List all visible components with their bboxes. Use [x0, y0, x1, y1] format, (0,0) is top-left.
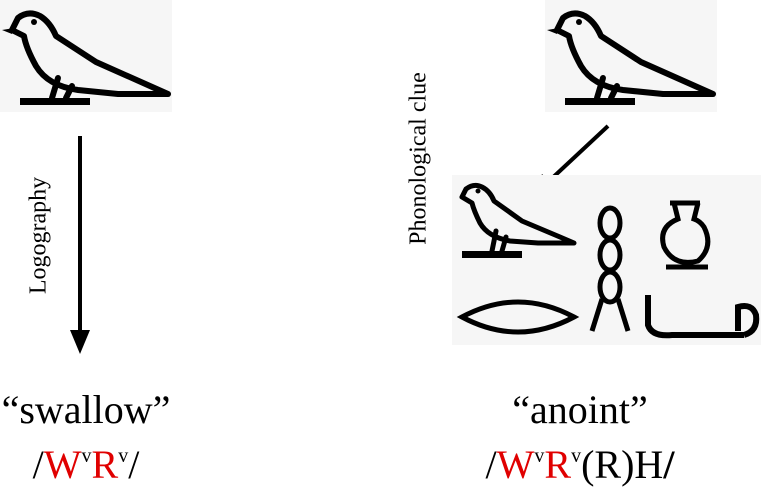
slash-close: / — [663, 442, 675, 487]
phonological-clue-label: Phonological clue — [405, 72, 432, 245]
swallow-hieroglyph-icon — [545, 0, 717, 112]
jar-hieroglyph-icon — [660, 200, 711, 270]
logography-arrow — [70, 136, 90, 354]
anoint-meaning: “anoint” — [512, 387, 648, 432]
r-superscript: v — [118, 445, 129, 467]
r-consonant: R — [544, 442, 572, 487]
w-consonant: W — [43, 442, 82, 487]
rh-suffix: (R)H — [581, 442, 664, 487]
anoint-transliteration: /WvRv(R)H/ — [460, 445, 700, 485]
w-consonant: W — [496, 442, 535, 487]
basket-handle-hieroglyph-icon — [645, 295, 760, 339]
slash-open: / — [485, 442, 497, 487]
mouth-hieroglyph-icon — [456, 299, 580, 335]
w-superscript: v — [81, 445, 92, 467]
swallow-hieroglyph-icon — [0, 0, 172, 112]
small-swallow-icon — [459, 182, 577, 254]
wick-hieroglyph-icon — [589, 205, 631, 332]
slash-open: / — [32, 442, 44, 487]
anoint-hieroglyph-group — [452, 175, 761, 345]
swallow-transliteration: /WvRv/ — [0, 445, 172, 485]
logography-label: Logography — [25, 176, 52, 295]
w-superscript: v — [534, 445, 545, 467]
swallow-meaning: “swallow” — [1, 387, 171, 432]
r-superscript: v — [571, 445, 582, 467]
r-consonant: R — [91, 442, 119, 487]
slash-close: / — [128, 442, 140, 487]
